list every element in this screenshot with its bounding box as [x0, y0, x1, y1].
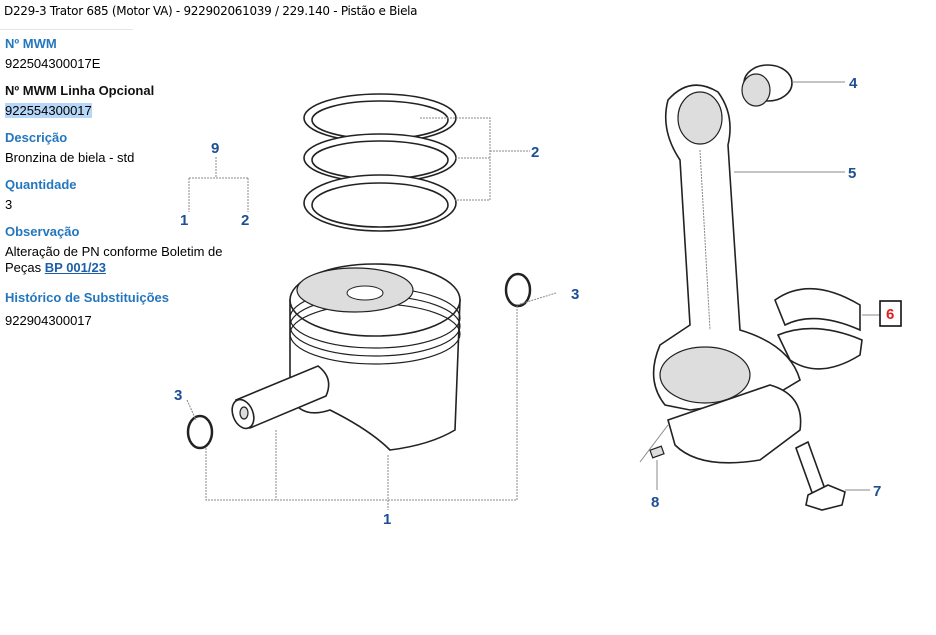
rod-bolt — [795, 440, 846, 511]
callout-9[interactable]: 9 — [211, 140, 219, 157]
callout-9-2[interactable]: 2 — [241, 212, 249, 229]
optional-line-value[interactable]: 922554300017 — [5, 103, 92, 118]
description-value: Bronzina de biela - std — [5, 150, 135, 165]
quantity-label: Quantidade — [5, 177, 77, 192]
quantity-value: 3 — [5, 197, 13, 212]
callout-9-1[interactable]: 1 — [180, 212, 188, 229]
connecting-rod — [652, 84, 802, 464]
callout-8[interactable]: 8 — [651, 494, 659, 511]
observation-label: Observação — [5, 224, 80, 239]
callout-5[interactable]: 5 — [848, 165, 856, 182]
callout-3-left[interactable]: 3 — [174, 387, 182, 404]
mwm-label: Nº MWM — [5, 36, 57, 51]
part-details-panel: Nº MWM 922504300017E Nº MWM Linha Opcion… — [5, 36, 235, 340]
divider — [0, 29, 133, 30]
piston-pin — [231, 365, 330, 430]
history-label: Histórico de Substituições — [5, 290, 169, 305]
observation-text: Alteração de PN conforme Boletim de Peça… — [5, 244, 223, 275]
selected-callout-box — [879, 300, 902, 327]
bulletin-link[interactable]: BP 001/23 — [44, 260, 106, 275]
callout-4[interactable]: 4 — [849, 75, 858, 92]
dowel-pin — [649, 445, 665, 459]
optional-line-label: Nº MWM Linha Opcional — [5, 83, 155, 98]
circlips — [186, 272, 532, 450]
mwm-value: 922504300017E — [5, 56, 101, 71]
callout-group-9: 9 1 2 — [180, 140, 249, 229]
breadcrumb: D229-3 Trator 685 (Motor VA) - 922902061… — [4, 4, 418, 18]
callout-6-selected[interactable]: 6 — [886, 306, 894, 323]
piston — [289, 263, 461, 451]
callout-1[interactable]: 1 — [383, 511, 391, 528]
bearing-shells — [774, 287, 863, 370]
history-value: 922904300017 — [5, 313, 92, 328]
callout-7[interactable]: 7 — [873, 483, 881, 500]
piston-rings — [303, 93, 457, 232]
description-label: Descrição — [5, 130, 68, 145]
callout-2[interactable]: 2 — [531, 144, 539, 161]
small-end-bushing — [741, 64, 793, 107]
callout-3-right[interactable]: 3 — [571, 286, 579, 303]
